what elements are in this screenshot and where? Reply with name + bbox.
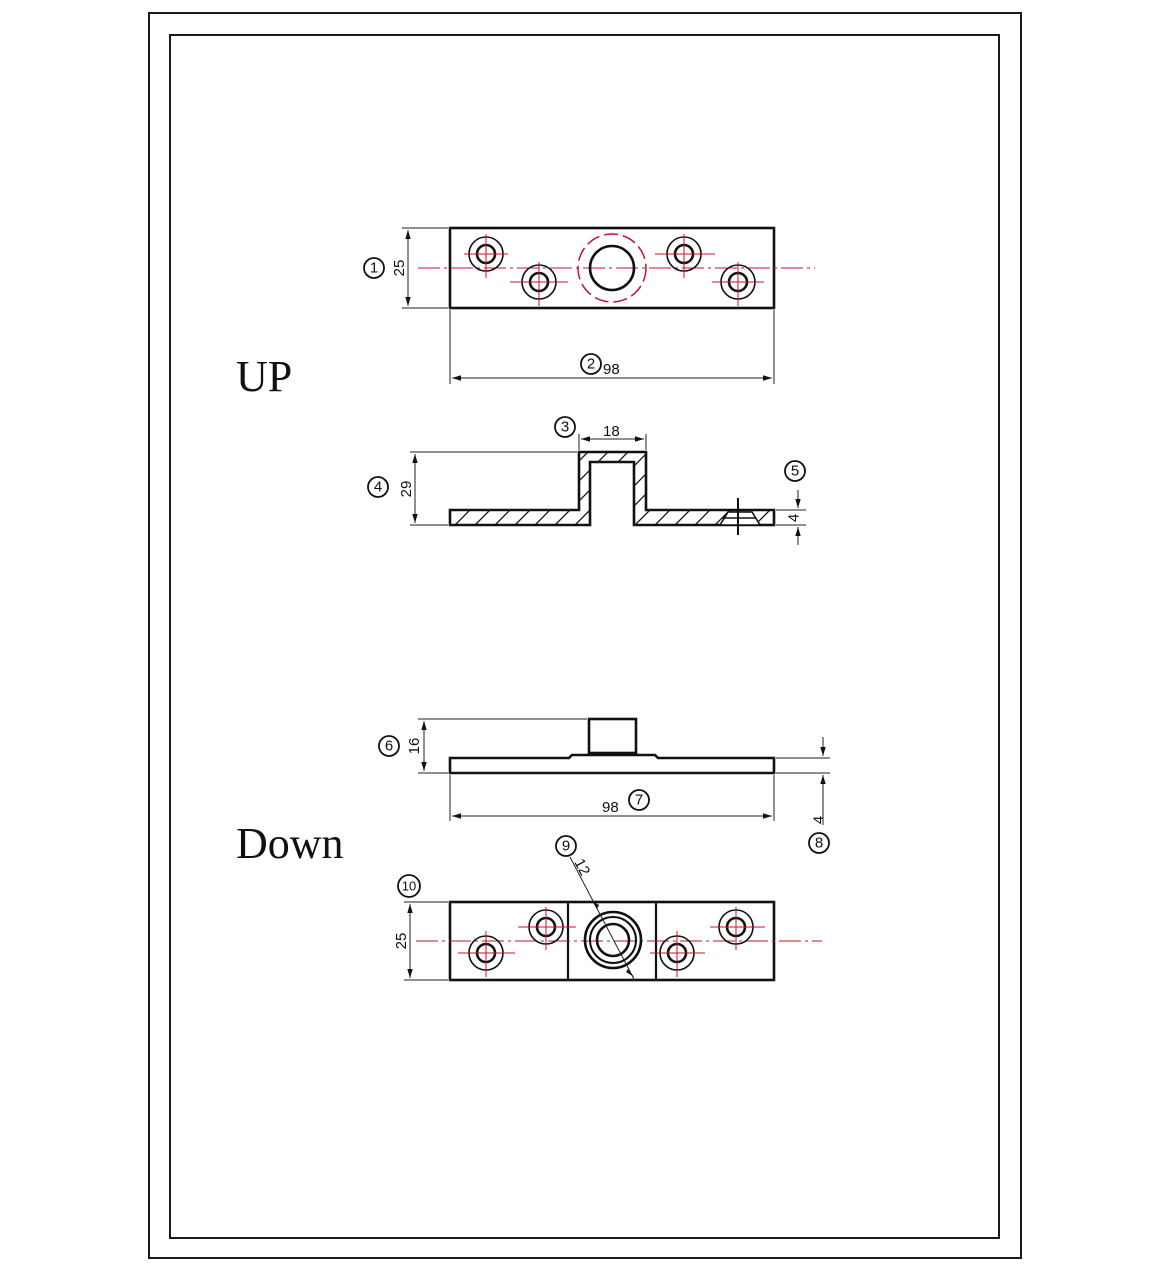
mounting-hole (518, 907, 576, 950)
balloon-8: 8 (808, 832, 830, 854)
up-top-view: 25 98 (391, 226, 815, 384)
dim-height-25: 25 (391, 260, 408, 277)
svg-text:7: 7 (635, 792, 643, 809)
dim-side-thickness-4: 4 (811, 816, 828, 824)
outer-border (148, 12, 1022, 1259)
svg-text:4: 4 (374, 479, 382, 496)
svg-text:2: 2 (587, 356, 595, 373)
mounting-hole (458, 931, 515, 977)
balloon-5: 5 (784, 460, 806, 482)
balloon-7: 7 (628, 789, 650, 811)
svg-text:8: 8 (815, 835, 823, 852)
svg-text:3: 3 (561, 419, 569, 436)
balloon-6: 6 (378, 735, 400, 757)
balloon-1: 1 (363, 257, 385, 279)
dim-section-height-29: 29 (398, 481, 415, 498)
center-hole (588, 244, 636, 292)
svg-text:9: 9 (562, 838, 570, 855)
up-section-view: 18 29 4 (398, 423, 806, 545)
dim-side-height-16: 16 (406, 738, 423, 755)
balloon-3: 3 (554, 416, 576, 438)
dim-width-98: 98 (603, 361, 620, 378)
mounting-hole (464, 234, 508, 278)
balloon-4: 4 (367, 476, 389, 498)
mounting-hole (655, 234, 715, 278)
mounting-hole (510, 262, 568, 306)
balloon-2: 2 (580, 353, 602, 375)
balloon-10: 10 (397, 874, 421, 898)
balloon-9: 9 (555, 835, 577, 857)
hidden-counterbore-circle (577, 233, 647, 303)
view-label-down: Down (236, 819, 344, 868)
dim-hole-diameter-12: 12 (570, 856, 593, 879)
mounting-hole (650, 931, 705, 977)
svg-text:10: 10 (402, 879, 416, 894)
mounting-hole (712, 262, 764, 306)
center-ring-outer (583, 910, 643, 970)
mounting-hole (710, 907, 765, 950)
down-top-view: 12 25 (393, 856, 822, 982)
svg-text:5: 5 (791, 463, 799, 480)
down-side-view: 16 98 4 (406, 717, 830, 825)
dim-side-width-98: 98 (602, 799, 619, 816)
dim-down-height-25: 25 (393, 933, 410, 950)
inner-border (169, 34, 1000, 1239)
center-ring-inner (595, 922, 631, 958)
svg-text:6: 6 (385, 738, 393, 755)
view-label-up: UP (236, 352, 292, 401)
svg-text:1: 1 (370, 260, 378, 277)
dim-thickness-4: 4 (786, 514, 803, 522)
dim-boss-width-18: 18 (603, 423, 620, 440)
